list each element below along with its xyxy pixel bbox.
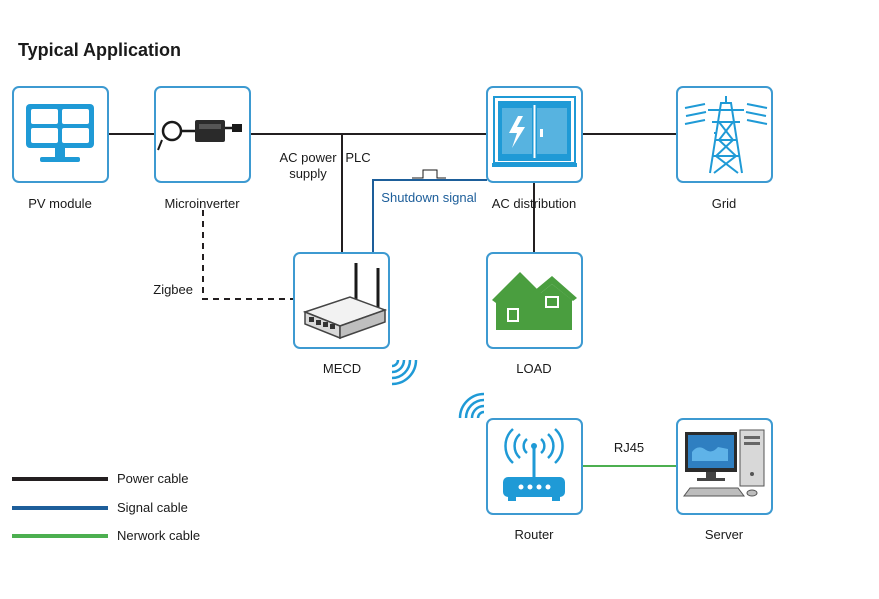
ac-distribution-label: AC distribution [492, 196, 577, 211]
gateway-device-icon [302, 263, 388, 340]
wireless-icon-router [458, 392, 485, 419]
house-icon [492, 272, 577, 330]
node-pv-module [12, 86, 109, 183]
node-server [676, 418, 773, 515]
node-ac-distribution [486, 86, 583, 183]
computer-icon [683, 429, 765, 497]
zigbee-dashed-line [202, 210, 294, 300]
legend-signal-label: Signal cable [117, 500, 188, 515]
distribution-cabinet-icon [492, 96, 577, 167]
node-router [486, 418, 583, 515]
wireless-icon-mecd [391, 359, 418, 386]
node-load [486, 252, 583, 349]
legend-power-label: Power cable [117, 471, 189, 486]
router-label: Router [514, 527, 554, 542]
diagram-title: Typical Application [18, 40, 181, 60]
solar-panel-icon [26, 104, 94, 162]
ac-power-label-line2: supply [289, 166, 327, 181]
signal-line-shutdown [372, 179, 487, 253]
legend: Power cable Signal cable Nerwork cable [12, 471, 200, 543]
microinverter-label: Microinverter [164, 196, 240, 211]
node-mecd [293, 252, 390, 349]
node-grid [676, 86, 773, 183]
load-label: LOAD [516, 361, 551, 376]
power-tower-icon [684, 96, 768, 174]
mecd-label: MECD [323, 361, 361, 376]
zigbee-label: Zigbee [153, 282, 193, 297]
pv-module-label: PV module [28, 196, 92, 211]
router-icon [503, 428, 565, 501]
plc-label: PLC [345, 150, 370, 165]
grid-label: Grid [712, 196, 737, 211]
microinverter-icon [157, 120, 242, 151]
server-label: Server [705, 527, 744, 542]
ac-power-label-line1: AC power [279, 150, 337, 165]
pulse-icon [412, 169, 446, 179]
rj45-label: RJ45 [614, 440, 644, 455]
legend-network-label: Nerwork cable [117, 528, 200, 543]
node-microinverter [154, 86, 251, 183]
shutdown-signal-label: Shutdown signal [381, 190, 477, 205]
